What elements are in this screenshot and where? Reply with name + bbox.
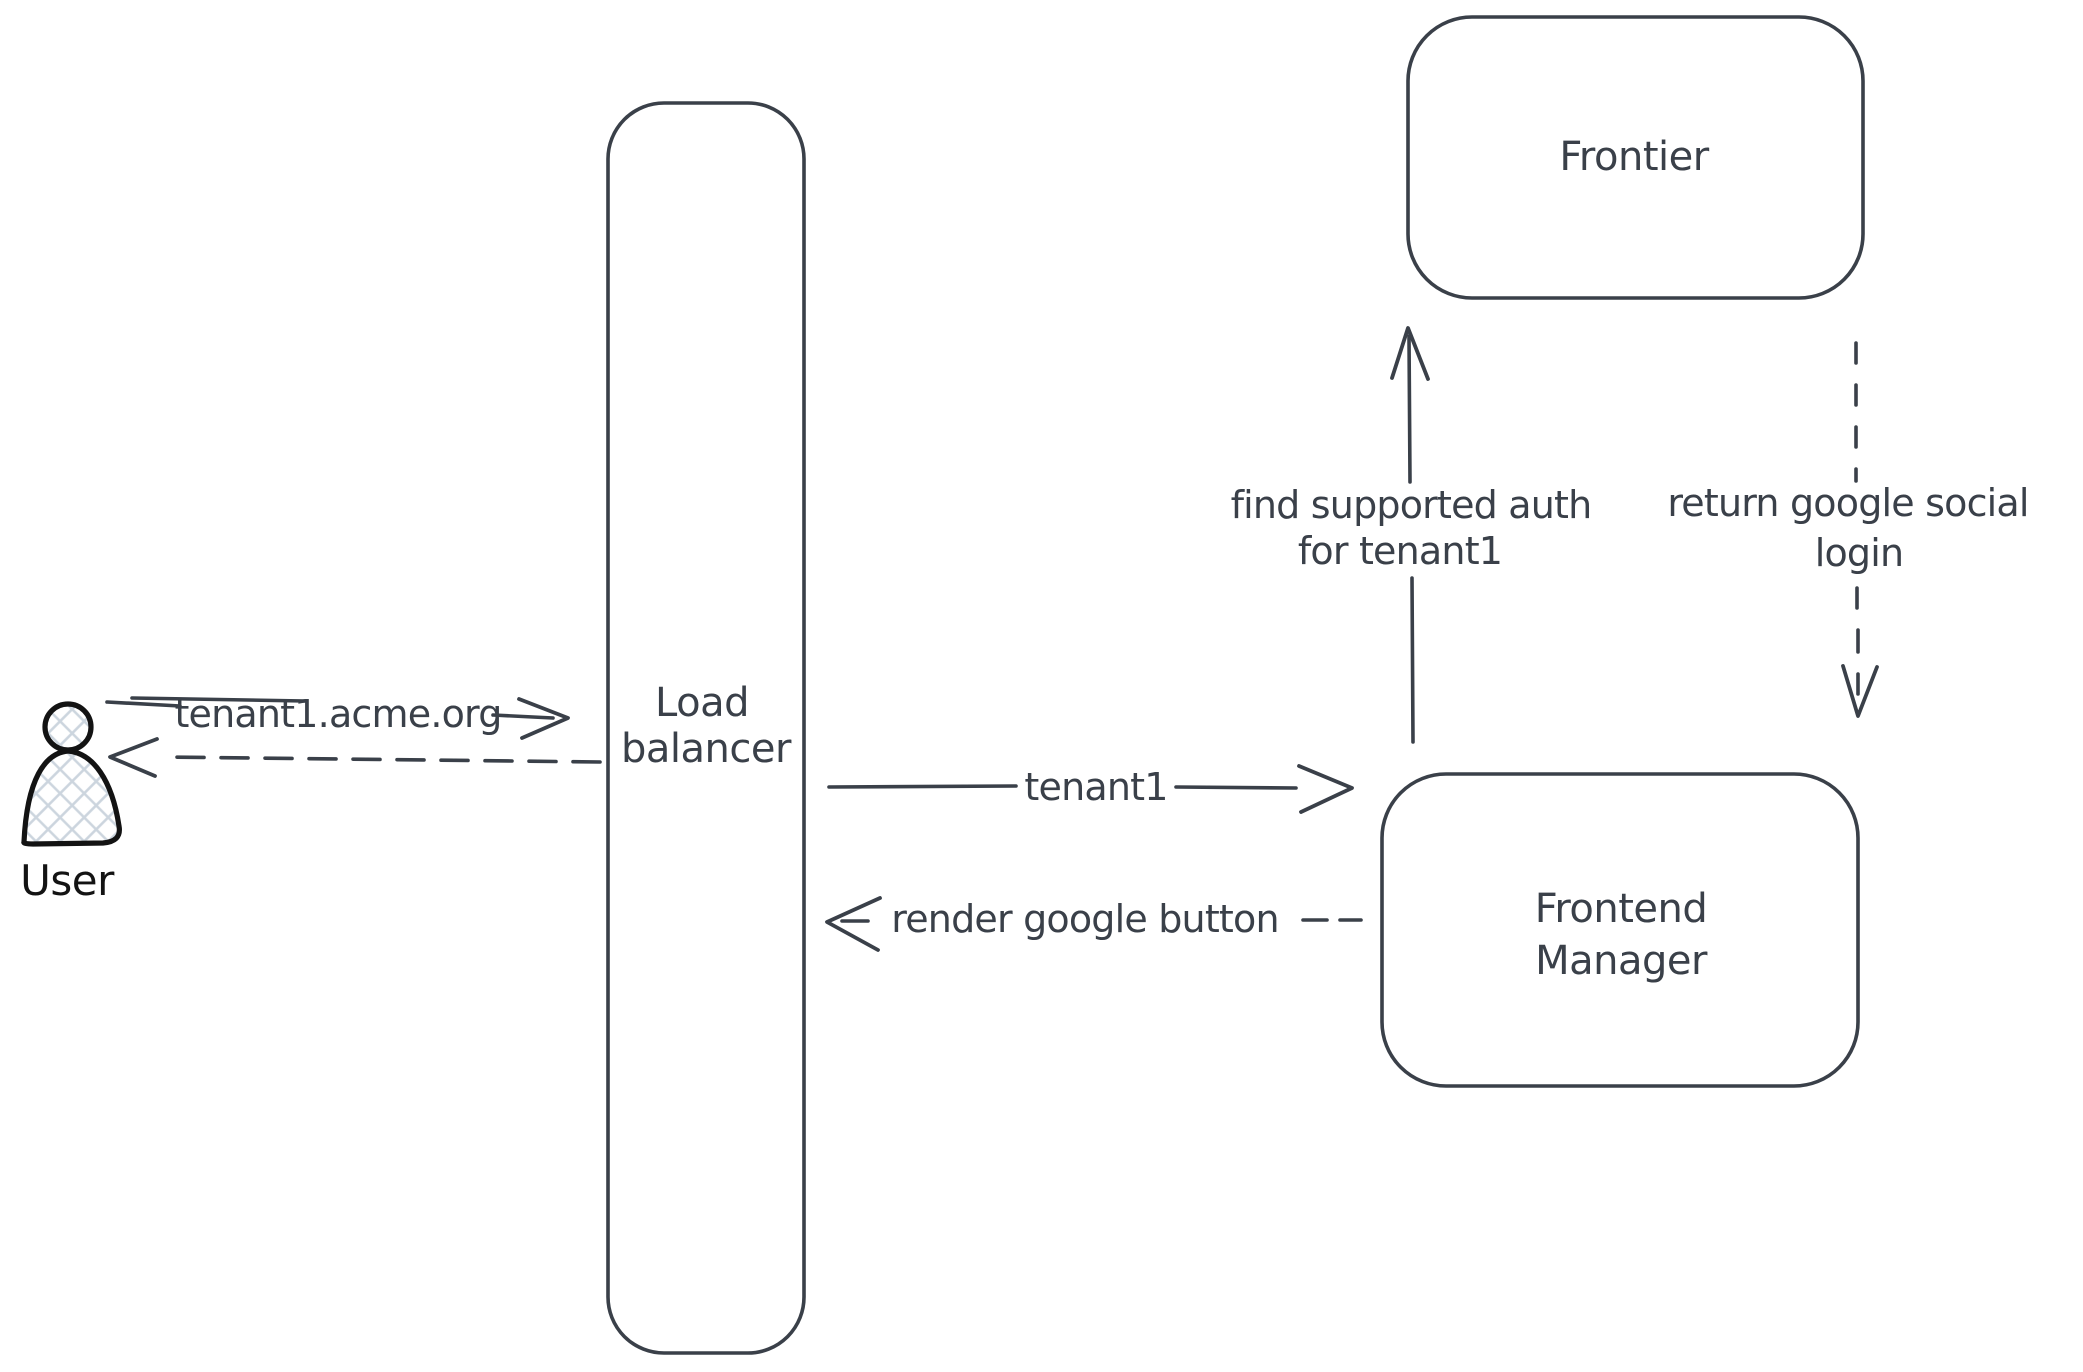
load-balancer-label-line1: Load [655,680,749,726]
arrow-shaft [163,755,602,764]
arrow-label-tenant1-acme-org: tenant1.acme.org [174,692,501,736]
arrow-label-render-google-button: render google button [891,897,1279,941]
arrow-label-tenant1: tenant1 [1024,765,1167,809]
arrow-shaft-lower [1410,576,1415,744]
arrow-shaft-right [1174,785,1298,790]
user-body [21,748,122,847]
user-head [42,701,94,753]
arrow-user-to-lb[interactable]: tenant1.acme.org [105,692,570,740]
arrow-label-login: login [1815,531,1904,575]
arrow-head-right [517,697,570,740]
arrow-fm-to-frontier[interactable]: find supported auth for tenant1 [1231,326,1592,744]
arrow-head-up [1390,326,1430,381]
user-label: User [20,856,115,905]
frontend-manager-box[interactable] [1380,772,1860,1088]
load-balancer-node[interactable]: Load balancer [606,101,806,1355]
load-balancer-label-line2: balancer [621,726,792,772]
arrow-head-left [108,737,159,778]
arrow-label-for-tenant1: for tenant1 [1298,529,1502,573]
arrow-lb-to-user[interactable] [108,737,602,778]
arrow-label-find-supported-auth: find supported auth [1231,483,1592,527]
frontend-manager-node[interactable]: Frontend Manager [1380,772,1860,1088]
arrow-shaft-left [827,784,1018,789]
frontend-manager-label-line2: Manager [1535,938,1708,984]
arrow-head-left [825,896,882,952]
frontier-node[interactable]: Frontier [1406,15,1865,300]
arrow-shaft-sketch [130,696,307,703]
frontier-label: Frontier [1559,134,1709,180]
arrow-shaft-upper [1407,334,1412,484]
arrow-frontier-to-fm[interactable]: return google social login [1667,341,2029,718]
arrow-shaft-left [105,700,182,708]
user-actor[interactable]: User [20,701,122,905]
arrow-head-right [1297,764,1354,814]
arrow-head-down [1841,664,1879,718]
load-balancer-box[interactable] [606,101,806,1355]
arrow-label-return-google-social: return google social [1667,481,2028,525]
arrow-lb-to-fm[interactable]: tenant1 [827,764,1354,814]
frontend-manager-label-line1: Frontend [1535,886,1708,932]
arrow-fm-to-lb[interactable]: render google button [825,896,1363,952]
arrow-shaft-right [491,713,555,720]
frontier-box[interactable] [1406,15,1865,300]
